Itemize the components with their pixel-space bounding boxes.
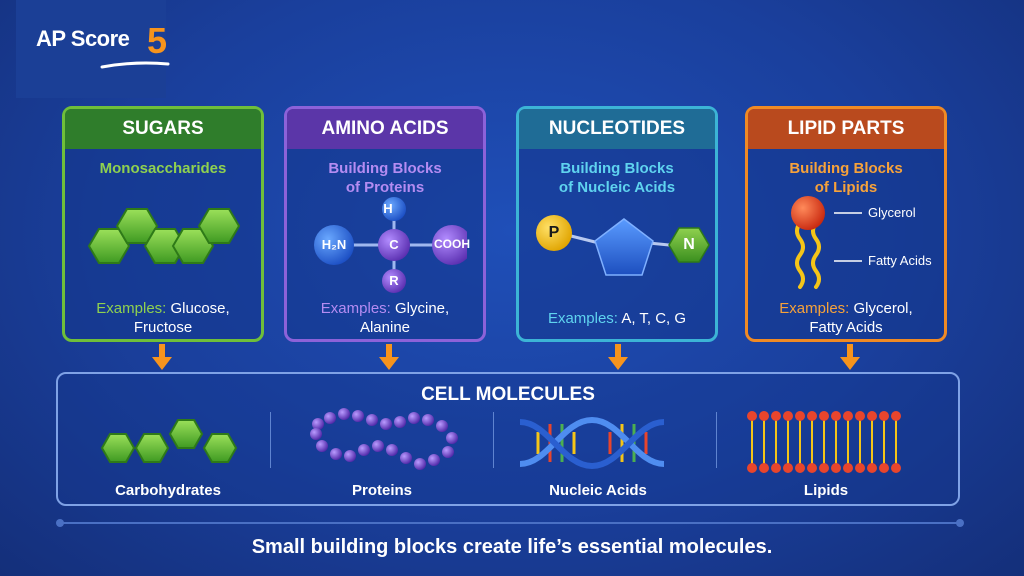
nucleotide-structure-icon	[536, 215, 710, 276]
card-subtitle: Building Blocks of Lipids	[789, 160, 903, 196]
card-examples: Examples: Glycine, Alanine	[320, 300, 450, 336]
hydrogen-atom-label: H	[383, 201, 393, 216]
lipid-bilayer-icon	[747, 411, 901, 473]
card-subtitle: Building Blocks of Proteins	[328, 160, 442, 196]
cell-item-lipids: Lipids	[803, 482, 849, 499]
arrow-down-icon	[840, 344, 860, 370]
cell-item-nucleic-acids: Nucleic Acids	[549, 482, 647, 499]
amino-acid-structure-icon	[314, 197, 467, 293]
dna-helix-icon	[519, 416, 665, 470]
card-examples: Examples: Glycerol, Fatty Acids	[779, 300, 913, 336]
card-nucleotides: NUCLEOTIDES Building Blocks of Nucleic A…	[516, 106, 718, 342]
divider	[716, 412, 717, 468]
lipid-structure-icon	[791, 196, 862, 289]
card-examples: Examples: A, T, C, G	[547, 310, 687, 327]
glycerol-callout: Glycerol	[868, 205, 916, 220]
nitrogen-base-label: N	[683, 236, 695, 253]
amine-group-label: H₂N	[321, 237, 347, 252]
cell-molecules-panel: CELL MOLECULES	[56, 372, 960, 506]
card-sugars: SUGARS Monosaccharides Examples: Glucose…	[62, 106, 264, 342]
carbohydrate-chain-icon	[100, 419, 238, 463]
footer-dot	[956, 519, 964, 527]
protein-chain-icon	[310, 408, 458, 470]
arrow-down-icon	[608, 344, 628, 370]
card-title: NUCLEOTIDES	[519, 109, 715, 149]
card-subtitle: Building Blocks of Nucleic Acids	[558, 160, 676, 196]
cell-item-proteins: Proteins	[351, 482, 412, 499]
arrow-down-icon	[379, 344, 399, 370]
fatty-acids-callout: Fatty Acids	[868, 253, 932, 268]
card-lipid-parts: LIPID PARTS Building Blocks of Lipids Gl…	[745, 106, 947, 342]
card-title: AMINO ACIDS	[287, 109, 483, 149]
divider	[493, 412, 494, 468]
arrow-down-icon	[152, 344, 172, 370]
r-group-label: R	[389, 273, 399, 288]
logo-number: 5	[147, 20, 168, 61]
card-title: LIPID PARTS	[748, 109, 944, 149]
footer-dot	[56, 519, 64, 527]
logo: AP Score 5	[16, 0, 170, 98]
divider	[270, 412, 271, 468]
cell-molecules-title: CELL MOLECULES	[421, 384, 595, 405]
carbon-atom-label: C	[389, 237, 399, 252]
logo-text: AP Score	[36, 26, 130, 51]
card-examples: Examples: Glucose, Fructose	[96, 300, 230, 336]
footer-divider	[60, 522, 960, 524]
monosaccharide-icon	[87, 208, 241, 264]
card-subtitle: Monosaccharides	[99, 160, 227, 177]
logo-swoosh-icon	[100, 61, 170, 69]
footer-caption: Small building blocks create life’s esse…	[251, 536, 773, 558]
cell-item-carbohydrates: Carbohydrates	[115, 482, 221, 499]
carboxyl-group-label: COOH	[434, 237, 470, 251]
phosphate-label: P	[548, 224, 560, 241]
card-amino-acids: AMINO ACIDS Building Blocks of Proteins …	[284, 106, 486, 342]
card-title: SUGARS	[65, 109, 261, 149]
